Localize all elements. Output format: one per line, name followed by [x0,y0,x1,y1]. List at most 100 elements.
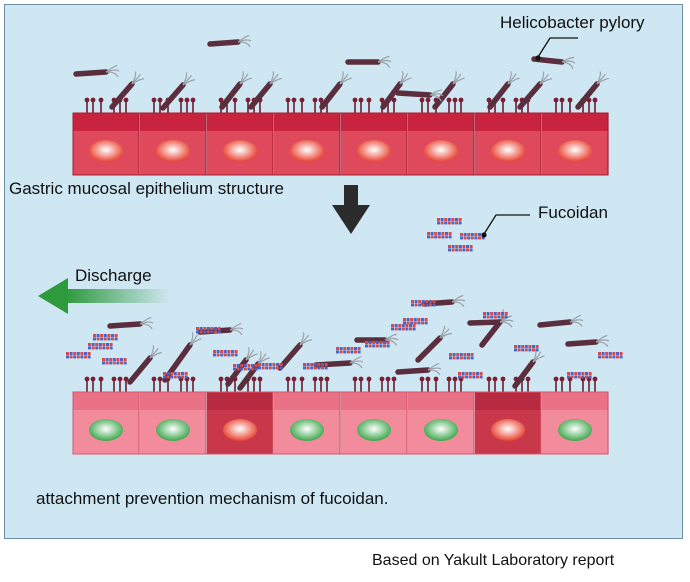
bottom-cell-apical [408,392,474,410]
receptor-head [358,376,364,382]
top-cell [341,97,408,175]
fucoidan-bead [321,366,324,370]
flagellum [451,301,465,308]
bacterium-body [277,342,303,371]
fucoidan-molecule [391,324,416,331]
fucoidan-bead [258,363,261,366]
bacterium-body [487,81,511,110]
fucoidan-bead [524,348,528,352]
fucoidan-bead [466,245,469,248]
flagellum [149,352,162,359]
nucleus-red [290,140,324,162]
flagellum [596,73,606,85]
fucoidan-bead [612,352,616,355]
fucoidan-bead [386,344,390,348]
receptor-head [123,376,129,382]
top-cell-apical [207,113,273,131]
fucoidan-bead [109,343,113,346]
fucoidan-bead [303,363,306,366]
receptor-head [492,376,498,382]
fucoidan-bead [88,343,91,346]
fucoidan-bead [421,300,425,303]
nucleus-red [223,419,257,441]
fucoidan-bead [265,363,269,366]
fucoidan-molecule [66,352,91,359]
fucoidan-bead [199,327,203,330]
fucoidan-bead [66,352,69,355]
fucoidan-bead [109,361,113,365]
fucoidan-bead [96,334,100,337]
receptor-head [98,97,104,103]
fucoidan-bead [414,300,418,303]
nucleus-red [491,419,525,441]
mechanism-caption: attachment prevention mechanism of fucoi… [36,489,389,508]
fucoidan-bead [365,344,368,348]
bacterium-body [219,81,243,110]
fucoidan-bead [116,361,120,365]
helicobacter-bacterium [565,334,610,348]
bacterium-body [207,39,241,47]
fucoidan-bead [437,218,440,221]
flagellum [595,341,609,348]
fucoidan-bead [95,343,99,346]
fucoidan-bead [517,345,521,348]
fucoidan-bead [66,355,69,359]
fucoidan-bead [468,372,472,375]
bacterium-body [73,69,109,77]
fucoidan-bead [91,343,95,346]
top-cell [542,97,609,175]
receptor-head [358,97,364,103]
bacterium-body [127,355,153,385]
fucoidan-bead [279,363,283,366]
fucoidan-bead [448,232,452,235]
fucoidan-bead [73,352,77,355]
fucoidan-bead [410,318,414,321]
fucoidan-bead [409,324,412,327]
fucoidan-bead [616,355,619,359]
fucoidan-bead [535,345,539,348]
fucoidan-bead [581,372,585,375]
receptor-head [500,97,506,103]
fucoidan-bead [401,327,405,331]
fucoidan-bead [310,366,314,370]
top-cell [274,97,341,175]
fucoidan-bead [350,350,354,354]
fucoidan-bead [231,350,234,353]
fucoidan-bead [414,303,418,307]
top-cell-apical [140,113,206,131]
helicobacter-leader-dot [535,55,541,61]
receptor-head [379,376,385,382]
fucoidan-bead [213,350,216,353]
fucoidan-bead [440,218,444,221]
receptor-head [567,97,573,103]
fucoidan-bead [463,356,467,360]
receptor-head [366,97,372,103]
fucoidan-bead [437,232,441,235]
fucoidan-bead [258,366,261,370]
fucoidan-bead [437,221,440,225]
receptor-head [98,376,104,382]
fucoidan-bead [272,366,276,370]
flagellum [245,349,255,361]
fucoidan-bead [424,321,428,325]
fucoidan-bead [346,350,350,354]
receptor-head [123,97,129,103]
bottom-cell-apical [140,392,206,410]
top-cell-apical [542,113,608,131]
fucoidan-bead [417,318,421,321]
fucoidan-bead [100,337,104,341]
fucoidan-bead [460,236,463,240]
fucoidan-bead [247,364,251,367]
fucoidan-bead [469,248,473,252]
bacterium-body [421,299,455,307]
top-cell [73,97,140,175]
fucoidan-bead [474,236,478,240]
helicobacter-bacterium [109,71,145,110]
fucoidan-bead [406,318,410,321]
fucoidan-bead [220,350,224,353]
receptor-head [299,97,305,103]
fucoidan-bead [532,348,535,352]
fucoidan-bead [461,375,465,379]
flagellum [189,338,202,346]
bacterium-body [479,319,503,348]
